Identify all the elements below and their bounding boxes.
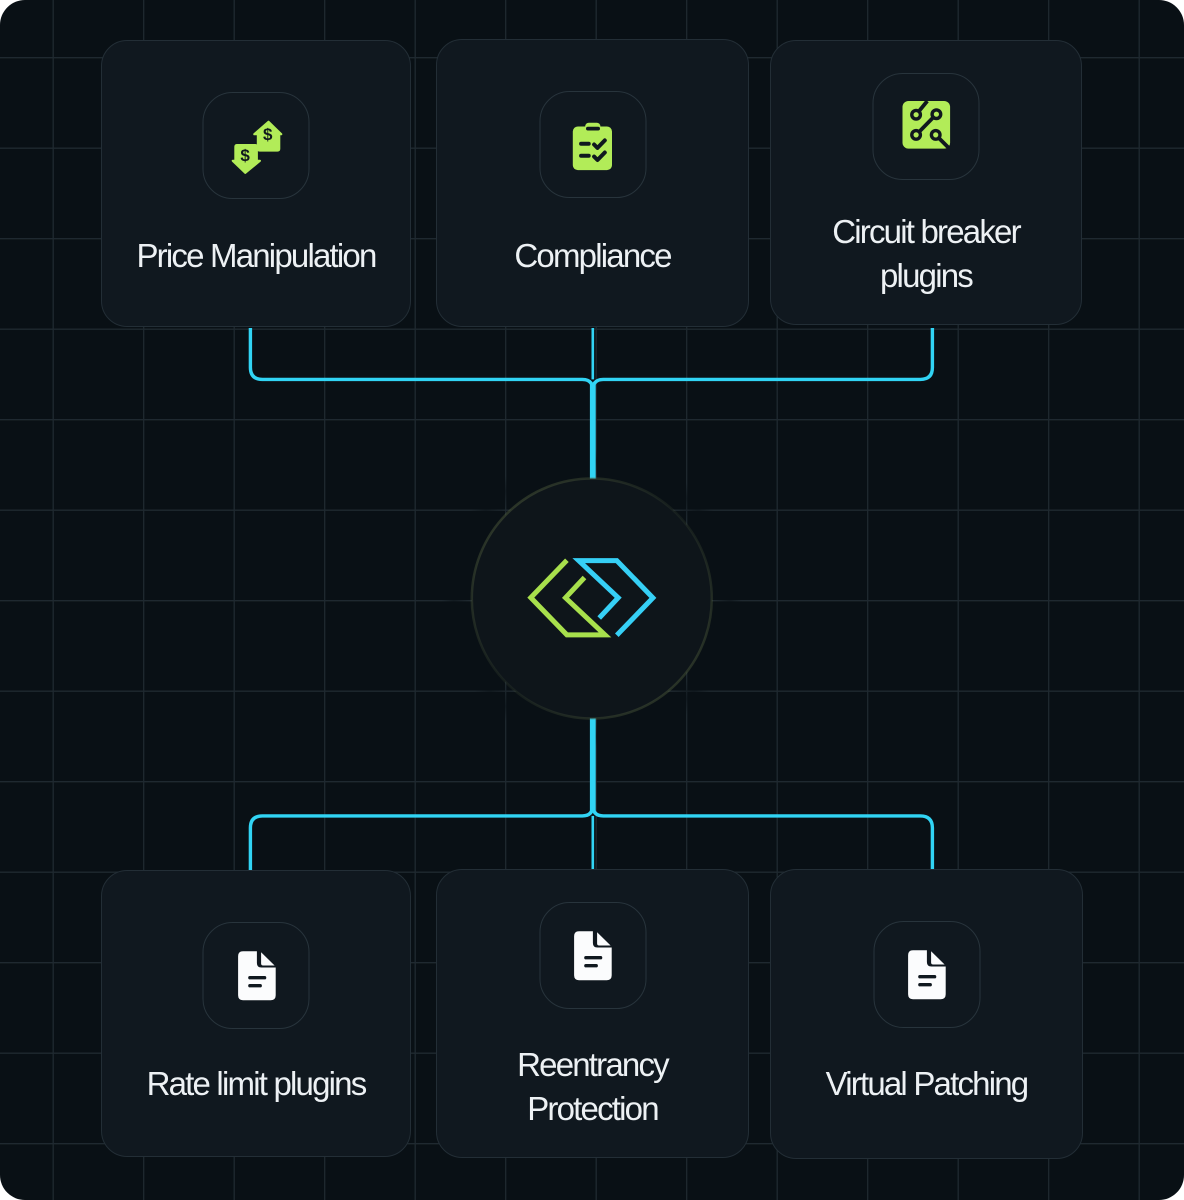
svg-text:$: $: [262, 124, 272, 143]
svg-text:$: $: [240, 146, 250, 165]
